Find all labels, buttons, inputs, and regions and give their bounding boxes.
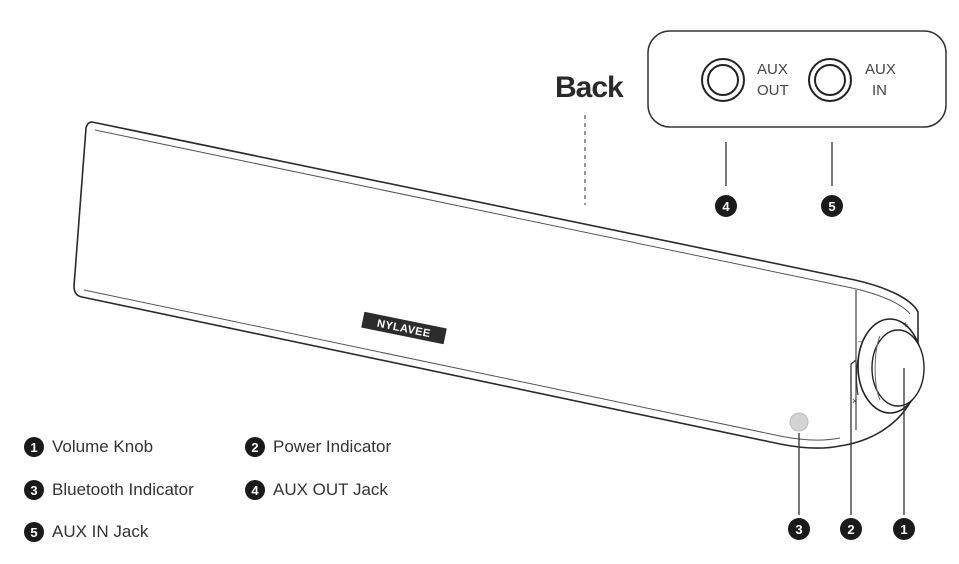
legend-label: Volume Knob	[52, 437, 154, 456]
legend-number: 2	[245, 437, 265, 457]
legend-label: Power Indicator	[273, 437, 392, 456]
legend-item-aux-in-jack: 5 AUX IN Jack	[24, 522, 148, 542]
knob-mark-x: ×	[852, 396, 857, 406]
aux-in-label-line2: IN	[872, 82, 887, 99]
callout-4: 4	[715, 195, 737, 217]
aux-in-jack-icon	[808, 58, 852, 102]
legend-number: 5	[24, 522, 44, 542]
back-panel-frame	[647, 30, 947, 128]
legend-item-volume-knob: 1 Volume Knob	[24, 437, 153, 457]
svg-text:2: 2	[847, 522, 854, 537]
knob-mark-minus: –	[858, 336, 863, 346]
legend-number: 4	[245, 480, 265, 500]
soundbar-body: NYLAVEE + – ×	[73, 121, 925, 449]
svg-text:4: 4	[722, 199, 730, 214]
svg-text:3: 3	[795, 522, 802, 537]
aux-out-jack-icon	[701, 58, 745, 102]
volume-knob	[857, 318, 925, 414]
soundbar-bottom-edge	[83, 289, 841, 441]
legend-number: 1	[24, 437, 44, 457]
soundbar-outline	[73, 121, 919, 449]
legend-label: Bluetooth Indicator	[52, 480, 194, 499]
svg-text:1: 1	[900, 522, 907, 537]
knob-mark-plus: +	[903, 320, 908, 330]
bluetooth-indicator	[789, 412, 809, 432]
callout-1: 1	[893, 518, 915, 540]
aux-out-label-line2: OUT	[757, 82, 789, 99]
svg-text:5: 5	[828, 199, 835, 214]
leader-2	[850, 359, 857, 515]
aux-out-label-line1: AUX	[757, 61, 788, 78]
aux-in-label-line1: AUX	[865, 61, 896, 78]
soundbar-top-edge	[94, 129, 911, 315]
back-panel: AUX OUT AUX IN	[647, 30, 947, 128]
legend-item-bluetooth-indicator: 3 Bluetooth Indicator	[24, 480, 194, 500]
legend-item-power-indicator: 2 Power Indicator	[245, 437, 391, 457]
callout-3: 3	[788, 518, 810, 540]
legend-number: 3	[24, 480, 44, 500]
back-title: Back	[555, 71, 624, 104]
callout-5: 5	[821, 195, 843, 217]
legend-item-aux-out-jack: 4 AUX OUT Jack	[245, 480, 388, 500]
callout-2: 2	[840, 518, 862, 540]
legend-label: AUX OUT Jack	[273, 480, 388, 499]
legend-label: AUX IN Jack	[52, 522, 149, 541]
